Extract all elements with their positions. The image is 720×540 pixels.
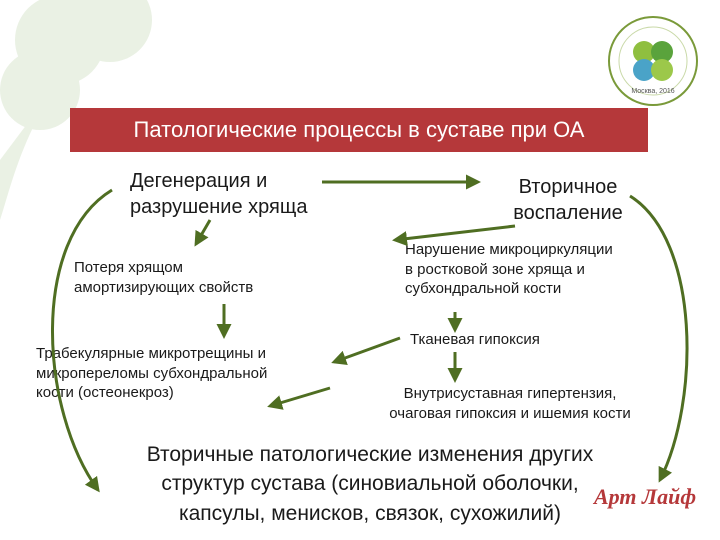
- node-degeneration-line2: разрушение хряща: [130, 196, 308, 218]
- node-microcirculation: Нарушение микроциркуляции в ростковой зо…: [405, 240, 613, 299]
- node-micro-line1: Нарушение микроциркуляции: [405, 241, 613, 258]
- node-changes-line2: структур сустава (синовиальной оболочки,: [161, 472, 579, 496]
- arrow-hypoxia-to-trabecular: [331, 336, 401, 365]
- node-trabecular-line2: микропереломы субхондральной: [36, 364, 268, 382]
- node-changes-line1: Вторичные патологические изменения други…: [146, 443, 594, 466]
- health-priority-badge: [608, 16, 698, 106]
- node-trabecular-line1: Трабекулярные микротрещины и: [36, 345, 266, 362]
- slide-title: Патологические процессы в суставе при ОА: [133, 117, 585, 142]
- node-degeneration: Дегенерация и разрушение хряща: [130, 168, 307, 220]
- node-trabecular: Трабекулярные микротрещины и микроперело…: [36, 344, 267, 403]
- node-changes-line3: капсулы, менисков, связок, сухожилий): [178, 501, 562, 525]
- badge-year: Москва, 2016: [631, 88, 675, 95]
- arrow-right-curve: [629, 194, 689, 483]
- node-hypertension: Внутрисуставная гипертензия, очаговая ги…: [355, 384, 665, 423]
- node-loss-cushioning: Потеря хрящом амортизирующих свойств: [74, 258, 253, 297]
- node-secondary-inflammation: Вторичное воспаление: [505, 174, 631, 226]
- brand-logo: Арт Лайф: [594, 484, 697, 509]
- node-inflammation-line2: воспаление: [513, 202, 623, 224]
- arrow-inflammation-to-micro: [392, 224, 516, 247]
- node-degeneration-line1: Дегенерация и: [130, 170, 268, 192]
- node-loss-line1: Потеря хрящом: [74, 259, 183, 276]
- node-hypoxia-line1: Тканевая гипоксия: [410, 331, 540, 348]
- node-inflammation-line1: Вторичное: [518, 176, 618, 198]
- node-loss-line2: амортизирующих свойств: [74, 278, 254, 296]
- node-tissue-hypoxia: Тканевая гипоксия: [410, 330, 540, 350]
- node-hypertension-line1: Внутрисуставная гипертензия,: [403, 385, 617, 402]
- arrow-hypertension-to-trabecular: [267, 386, 331, 410]
- node-hypertension-line2: очаговая гипоксия и ишемия кости: [389, 404, 631, 422]
- node-micro-line2: в ростковой зоне хряща и: [405, 260, 585, 278]
- title-bar: Патологические процессы в суставе при ОА: [70, 108, 648, 152]
- arrow-left-curve: [51, 188, 113, 493]
- node-micro-line3: субхондральной кости: [405, 280, 562, 297]
- node-secondary-changes: Вторичные патологические изменения други…: [110, 440, 630, 528]
- arrow-degeneration-to-loss: [194, 219, 212, 247]
- node-trabecular-line3: кости (остеонекроз): [36, 384, 174, 401]
